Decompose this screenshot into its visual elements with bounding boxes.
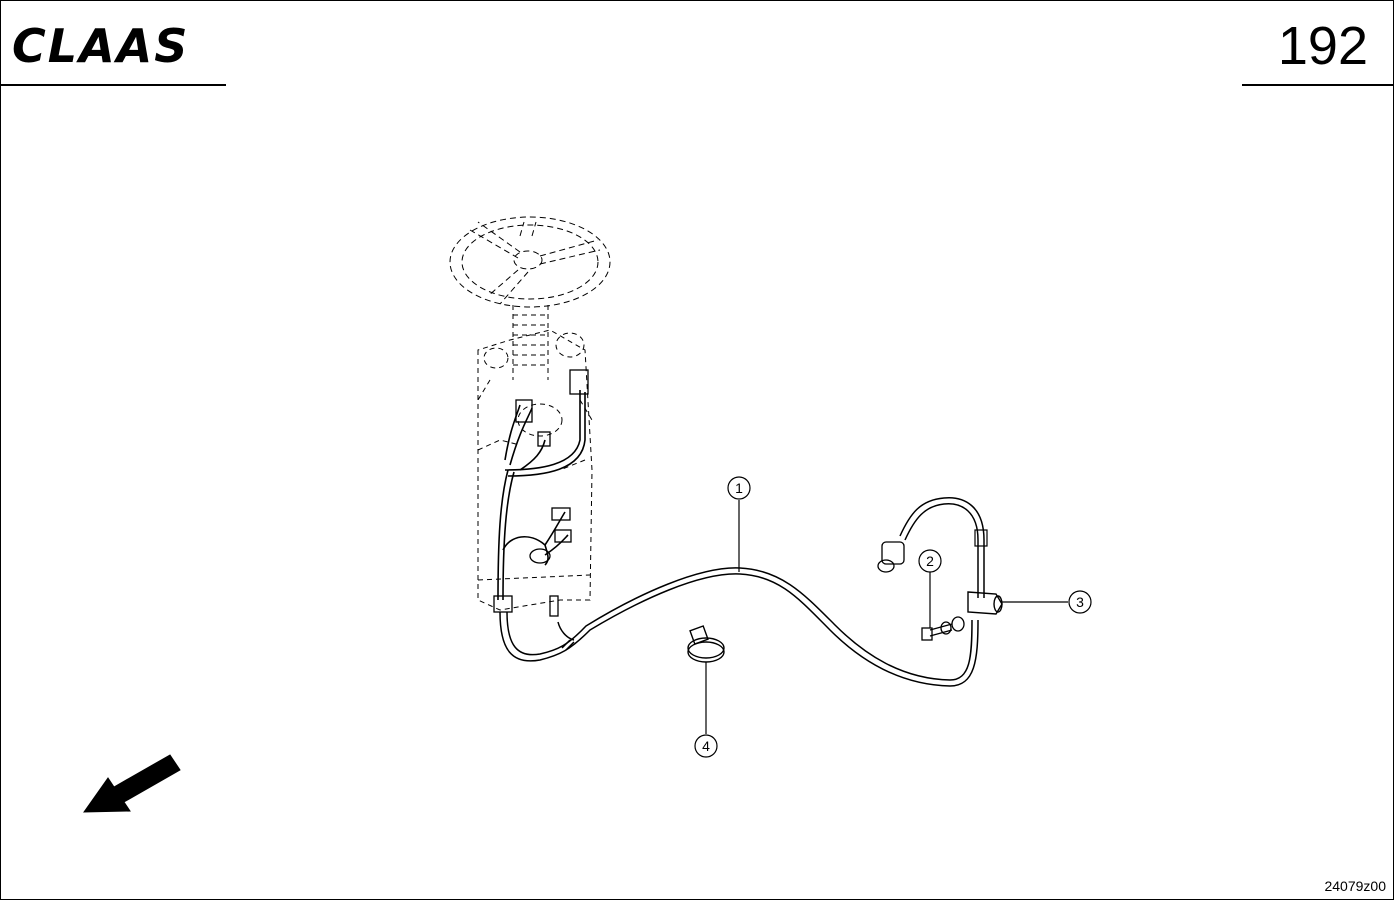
brand-logo-text: CLAAS: [12, 22, 189, 68]
callout-3: 3: [1076, 594, 1084, 610]
direction-arrow-icon: [83, 754, 181, 813]
callout-2: 2: [926, 553, 934, 569]
drawing-code: 24079z00: [1324, 878, 1386, 894]
bracket-part-3: [967, 591, 1003, 615]
header-rule-left: [0, 84, 226, 86]
page-number: 192: [1277, 16, 1368, 76]
callout-4: 4: [702, 738, 710, 754]
header-rule-right: [1242, 84, 1394, 86]
hose-clamp-part-4: [687, 625, 725, 663]
callout-1: 1: [735, 480, 743, 496]
column-wiring: [493, 369, 589, 617]
callouts: [694, 476, 1092, 758]
screw-part-2: [921, 616, 965, 641]
harness-cable-part-1: [499, 497, 988, 687]
steering-column: [477, 305, 593, 611]
steering-wheel: [449, 216, 611, 308]
brand-logo: CLAAS: [12, 22, 189, 68]
